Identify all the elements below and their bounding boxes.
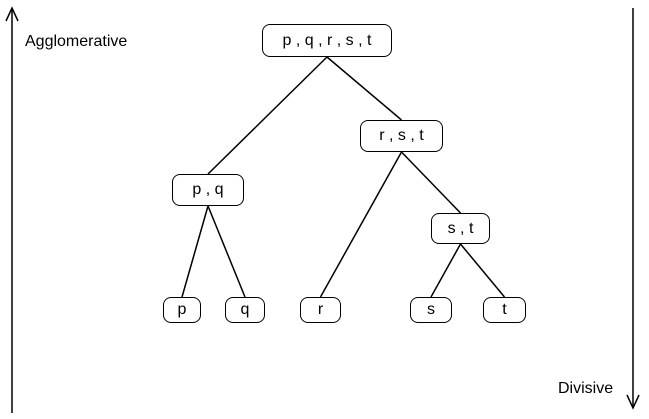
edge-st-t — [459, 243, 506, 298]
cluster-node-st: s , t — [431, 213, 490, 244]
edge-st-s — [430, 243, 462, 298]
edge-pq-p — [181, 205, 209, 298]
leaf-node-s: s — [410, 297, 452, 323]
leaf-node-q: q — [225, 297, 265, 323]
leaf-node-p: p — [163, 297, 201, 323]
edge-rst-r — [319, 151, 403, 298]
leaf-node-r: r — [300, 297, 341, 323]
edge-pq-q — [207, 205, 246, 298]
leaf-node-t: t — [483, 297, 526, 323]
divisive-arrow-head — [626, 394, 640, 410]
edge-pqrst-rst — [326, 56, 402, 121]
divisive-label: Divisive — [558, 380, 614, 397]
cluster-node-pqrst: p , q , r , s , t — [262, 24, 392, 57]
agglomerative-arrow-head — [5, 6, 19, 22]
cluster-node-pq: p , q — [172, 174, 244, 206]
cluster-node-rst: r , s , t — [360, 120, 443, 152]
edge-pqrst-pq — [207, 56, 328, 175]
agglomerative-label: Agglomerative — [25, 33, 128, 50]
edge-rst-st — [400, 151, 462, 214]
tree-edges — [181, 56, 506, 298]
